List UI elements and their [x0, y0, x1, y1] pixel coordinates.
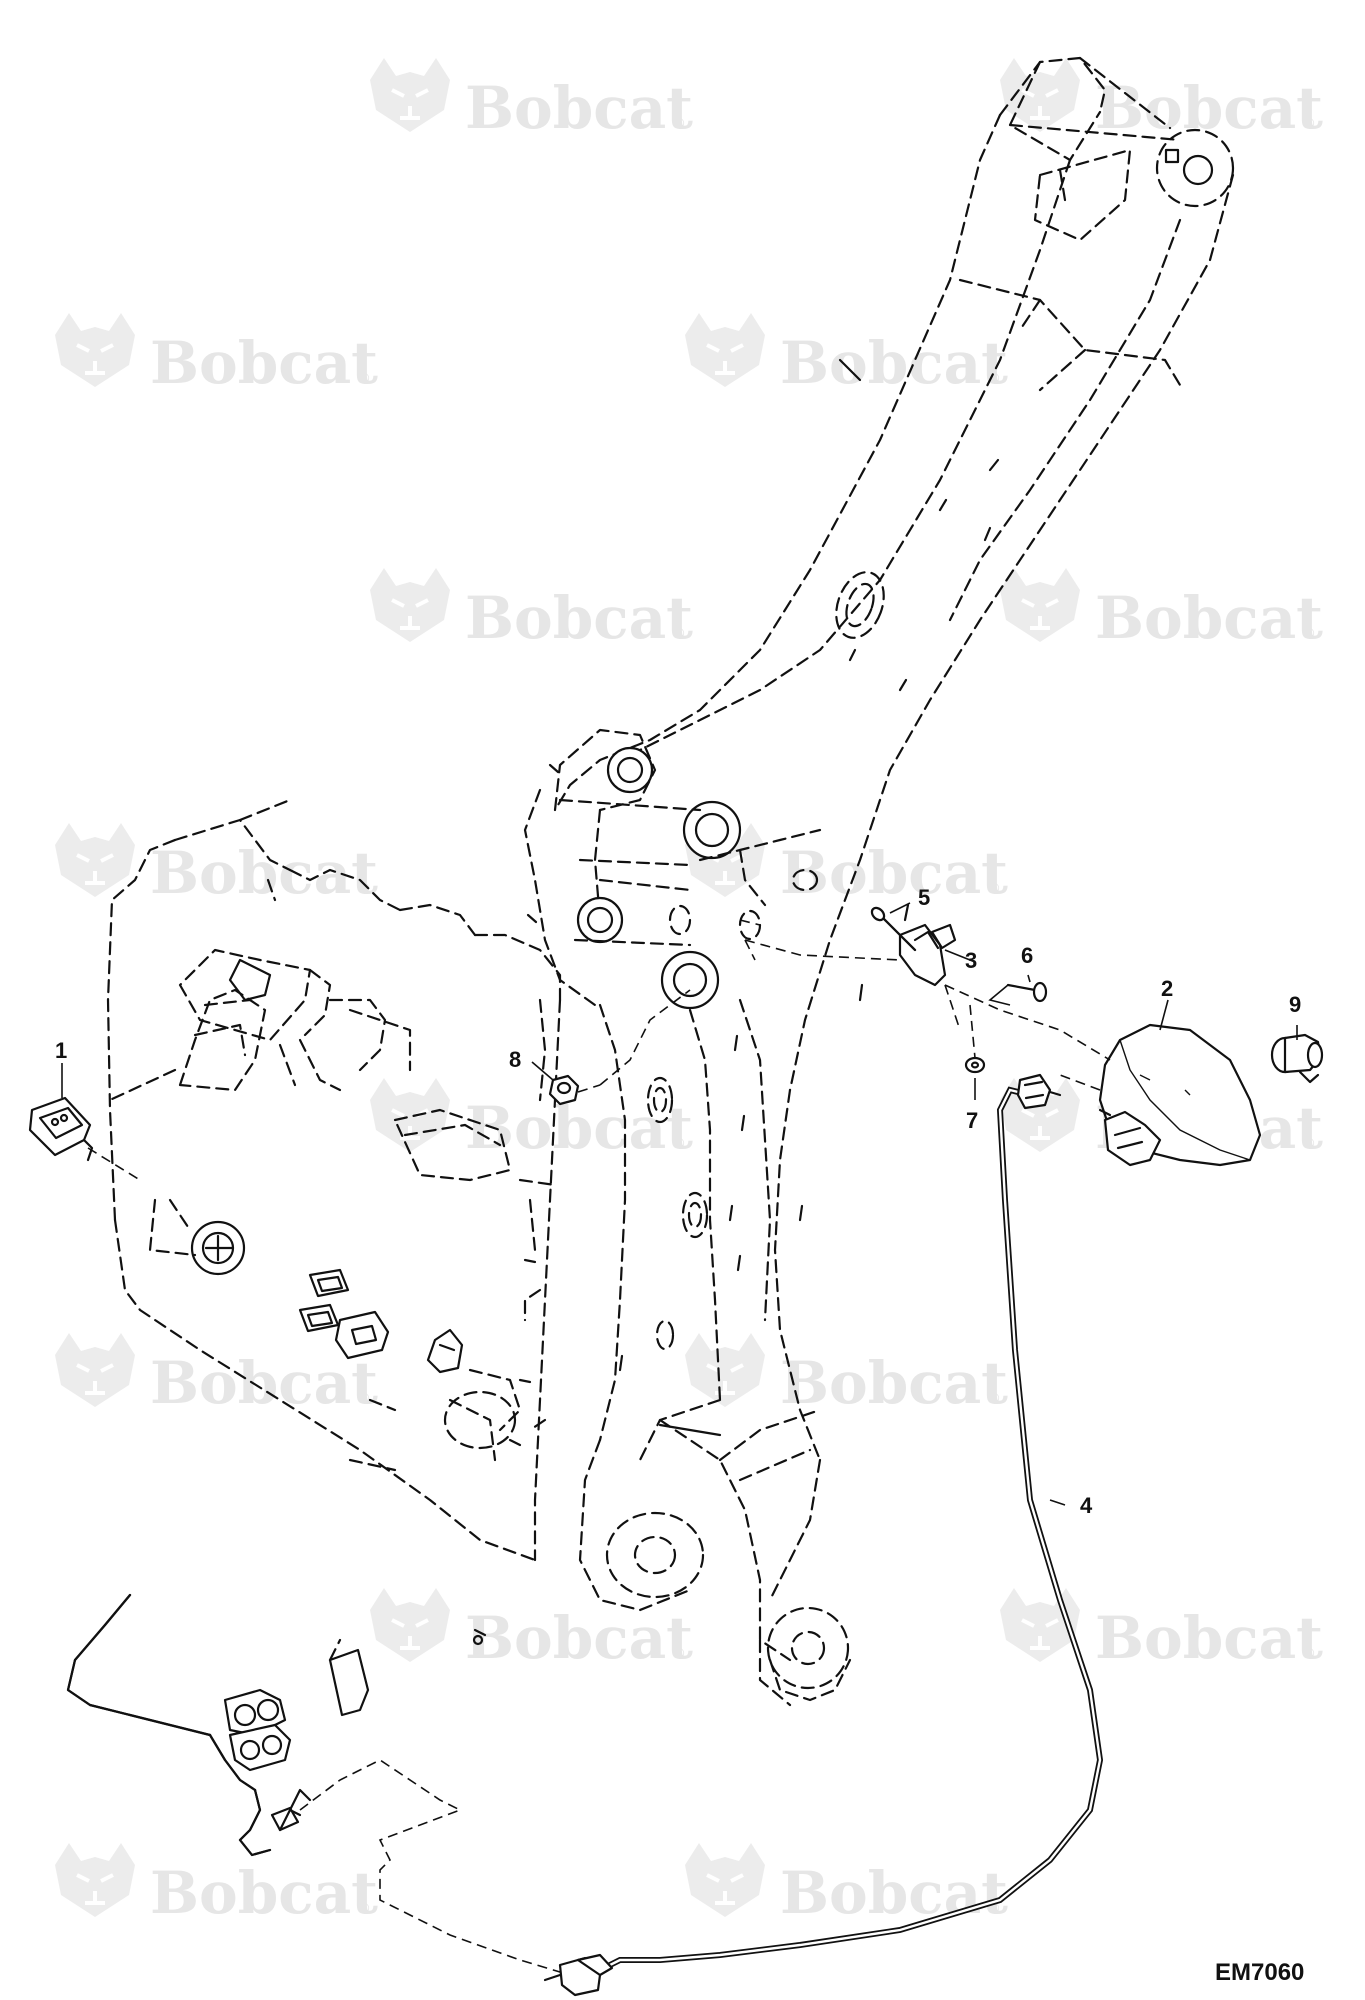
watermark-text: Bobcat	[150, 1349, 378, 1417]
socket-icon	[426, 1328, 464, 1374]
watermark: Bobcat ®	[683, 1331, 1008, 1417]
callouts: 1 2 3 4 5 6 7 8 9	[55, 885, 1301, 1518]
watermark-text: Bobcat	[150, 1859, 378, 1927]
watermark-text: Bobcat	[1095, 74, 1323, 142]
mid-pivot-icon	[576, 896, 624, 944]
watermark-registered: ®	[1302, 1136, 1316, 1152]
rocker-switch-icon	[298, 1303, 340, 1333]
watermark-text: Bobcat	[780, 839, 1008, 907]
watermark: Bobcat ®	[683, 821, 1008, 907]
bobcat-head-logo-icon	[53, 821, 137, 899]
watermark-registered: ®	[987, 1391, 1001, 1407]
part-9-clamp	[1270, 1025, 1324, 1084]
callout-6: 6	[1021, 943, 1033, 968]
arm-tip-pin-icon	[1182, 154, 1214, 186]
watermark-registered: ®	[357, 1901, 371, 1917]
watermark-registered: ®	[1302, 116, 1316, 132]
watermark-text: Bobcat	[780, 1349, 1008, 1417]
watermark: Bobcat ®	[683, 1841, 1008, 1927]
assembly-leaders	[599, 919, 1111, 1506]
callout-1: 1	[55, 1038, 67, 1063]
watermark: Bobcat ®	[368, 1586, 693, 1672]
watermark: Bobcat ®	[368, 56, 693, 142]
arm-tip-pivot	[1155, 128, 1235, 208]
lift-arm	[523, 56, 1235, 1707]
watermark-registered: ®	[1302, 1646, 1316, 1662]
mount-bracket-icon	[328, 1648, 370, 1717]
watermark-text: Bobcat	[465, 584, 693, 652]
watermark-text: Bobcat	[1095, 1604, 1323, 1672]
watermark: Bobcat ®	[683, 311, 1008, 397]
bobcat-head-logo-icon	[683, 1331, 767, 1409]
part-7-washer	[964, 1056, 986, 1100]
bobcat-head-logo-icon	[683, 1841, 767, 1919]
callout-7: 7	[966, 1108, 978, 1133]
rocker-switch-icon	[308, 1268, 350, 1298]
watermark-registered: ®	[672, 626, 686, 642]
watermark: Bobcat ®	[53, 311, 378, 397]
part-6-screw	[988, 974, 1048, 1006]
ignition-switch-icon	[190, 1220, 246, 1276]
callout-2: 2	[1161, 976, 1173, 1001]
watermark-text: Bobcat	[1095, 584, 1323, 652]
watermark-text: Bobcat	[150, 329, 378, 397]
bobcat-head-logo-icon	[368, 1586, 452, 1664]
bobcat-head-logo-icon	[683, 311, 767, 389]
watermark-text: Bobcat	[150, 839, 378, 907]
part-8-nut	[531, 1061, 601, 1106]
watermark-layer: Bobcat ® Bobcat ® Bobcat ® Bobcat ® Bobc…	[53, 56, 1323, 1927]
watermark-registered: ®	[357, 881, 371, 897]
bottom-pivot	[766, 1606, 850, 1690]
cable-connector-bottom-icon	[543, 1953, 614, 1997]
callout-3: 3	[965, 948, 977, 973]
watermark: Bobcat ®	[368, 1076, 693, 1162]
watermark: Bobcat ®	[53, 821, 378, 907]
lower-pivot-icon	[660, 950, 720, 1010]
watermark: Bobcat ®	[368, 566, 693, 652]
bracket-plate-icon	[228, 958, 272, 1002]
bobcat-head-logo-icon	[368, 1076, 452, 1154]
watermark-text: Bobcat	[465, 1094, 693, 1162]
watermark: Bobcat ®	[53, 1331, 378, 1417]
part-3-bracket	[898, 923, 976, 987]
watermark: Bobcat ®	[53, 1841, 378, 1927]
cable-connector-top-icon	[1016, 1073, 1062, 1110]
watermark-text: Bobcat	[780, 329, 1008, 397]
bobcat-head-logo-icon	[53, 1331, 137, 1409]
watermark-text: Bobcat	[465, 74, 693, 142]
callout-9: 9	[1289, 992, 1301, 1017]
callout-8: 8	[509, 1047, 521, 1072]
watermark-registered: ®	[357, 371, 371, 387]
connector-block-icon	[334, 1310, 390, 1360]
bobcat-head-logo-icon	[368, 566, 452, 644]
watermark-registered: ®	[672, 1136, 686, 1152]
bobcat-head-logo-icon	[53, 311, 137, 389]
watermark-registered: ®	[672, 1646, 686, 1662]
watermark-text: Bobcat	[465, 1604, 693, 1672]
watermark: Bobcat ®	[998, 56, 1323, 142]
bobcat-head-logo-icon	[998, 566, 1082, 644]
watermark: Bobcat ®	[998, 566, 1323, 652]
watermark-registered: ®	[357, 1391, 371, 1407]
upper-pivot-icon	[606, 746, 654, 794]
watermark-registered: ®	[987, 371, 1001, 387]
part-1-switch	[28, 1063, 141, 1181]
watermark-registered: ®	[672, 116, 686, 132]
part-5-bolt	[870, 902, 917, 952]
light-cable	[543, 1073, 1104, 1997]
watermark-text: Bobcat	[780, 1859, 1008, 1927]
callout-4: 4	[1080, 1493, 1093, 1518]
harness-connector-icon	[223, 1688, 292, 1772]
part-2-work-light	[1059, 999, 1262, 1167]
watermark-registered: ®	[1302, 626, 1316, 642]
watermark-registered: ®	[987, 881, 1001, 897]
bobcat-head-logo-icon	[368, 56, 452, 134]
callout-5: 5	[918, 885, 930, 910]
harness-lower-left	[66, 1593, 571, 1976]
control-panel	[106, 798, 562, 1717]
figure-code: EM7060	[1215, 1959, 1304, 1986]
watermark: Bobcat ®	[998, 1586, 1323, 1672]
bobcat-head-logo-icon	[53, 1841, 137, 1919]
